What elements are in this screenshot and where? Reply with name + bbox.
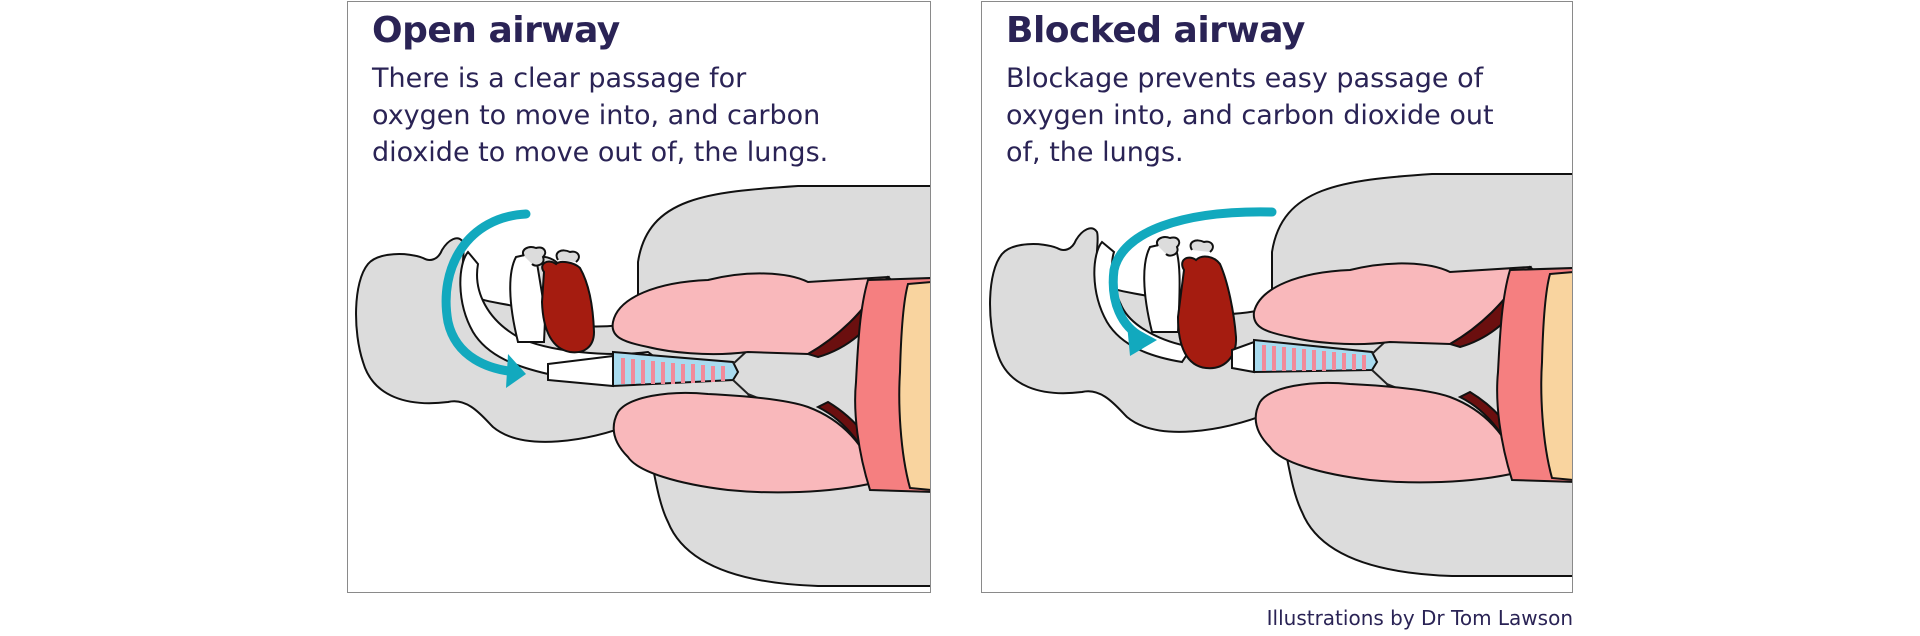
nasal-structure <box>522 246 547 267</box>
open-airway-panel: Open airway There is a clear passage for… <box>347 1 931 593</box>
blocking-tongue <box>1176 255 1238 370</box>
nasal-structure-2 <box>555 249 580 263</box>
airflow-arrow <box>441 209 531 377</box>
blocked-airflow-arrow <box>1108 207 1277 342</box>
open-airway-description: There is a clear passage for oxygen to m… <box>372 60 828 171</box>
body-silhouette <box>355 185 930 587</box>
open-text-line-3: dioxide to move out of, the lungs. <box>372 137 829 168</box>
open-text-line-2: oxygen to move into, and carbon <box>372 100 821 131</box>
open-airway-title: Open airway <box>372 10 620 51</box>
blocked-text-line-2: oxygen into, and carbon dioxide out <box>1006 100 1494 131</box>
tongue <box>540 260 596 354</box>
blocked-airway-title: Blocked airway <box>1006 10 1305 51</box>
nasal-structure-2 <box>1189 239 1214 253</box>
blocked-airflow-arrowhead <box>1127 324 1157 356</box>
nasal-structure <box>1156 236 1181 257</box>
illustration-credit: Illustrations by Dr Tom Lawson <box>1266 606 1573 630</box>
airflow-arrowhead <box>506 354 526 388</box>
heart-inner <box>898 281 930 491</box>
trachea <box>547 319 779 423</box>
blocked-airway-illustration <box>989 173 1572 577</box>
open-airway-illustration <box>355 185 930 587</box>
blocked-text-line-3: of, the lungs. <box>1006 137 1184 168</box>
body-silhouette <box>989 173 1572 577</box>
open-text-line-1: There is a clear passage for <box>372 63 747 94</box>
blocked-airway-description: Blockage prevents easy passage of oxygen… <box>1006 60 1494 171</box>
heart-inner <box>1540 271 1572 481</box>
blocked-text-line-1: Blockage prevents easy passage of <box>1006 63 1484 94</box>
blocked-airway-panel: Blocked airway Blockage prevents easy pa… <box>981 1 1573 593</box>
